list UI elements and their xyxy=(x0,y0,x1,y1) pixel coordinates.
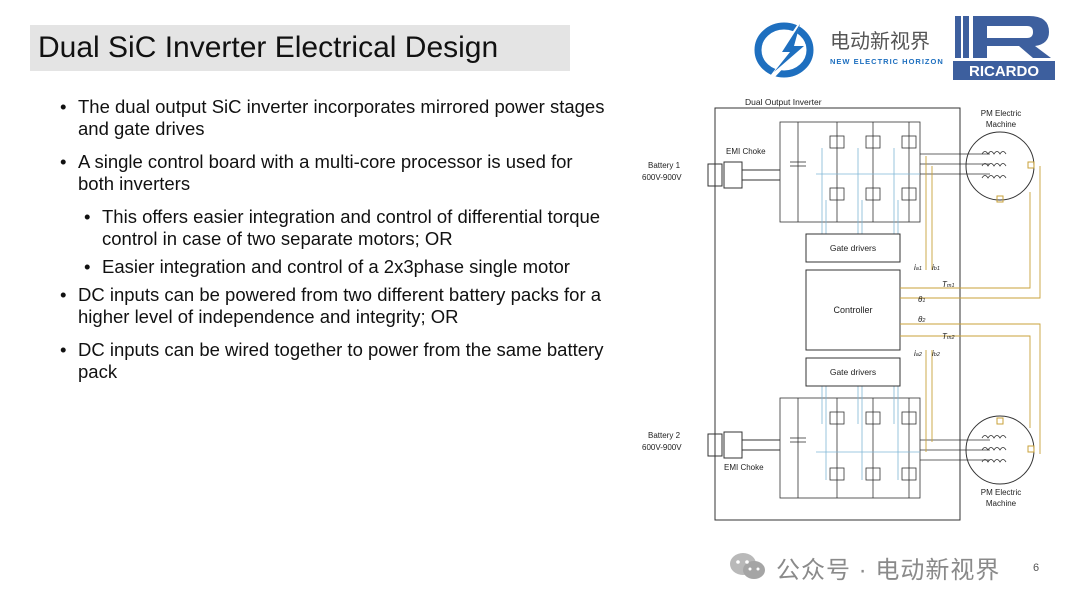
signal-ib2: ib2 xyxy=(932,349,940,358)
battery2-connector xyxy=(707,433,723,457)
watermark-text: 公众号 · 电动新视界 xyxy=(776,557,1001,584)
bullet-item: A single control board with a multi-core… xyxy=(60,151,605,195)
slide-title: Dual SiC Inverter Electrical Design xyxy=(38,31,499,64)
ricardo-text: RICARDO xyxy=(969,63,1039,80)
phase-wires-2 xyxy=(920,439,990,461)
phase-wires-1 xyxy=(920,153,990,175)
controller-label: Controller xyxy=(833,305,872,315)
emi-choke-2 xyxy=(723,431,743,459)
wechat-watermark: 公众号 · 电动新视界 xyxy=(728,550,1048,584)
pm-machine-1 xyxy=(965,131,1035,203)
signal-tm1: Tm1 xyxy=(942,280,955,289)
page-number: 6 xyxy=(1033,562,1040,574)
signal-tm2: Tm2 xyxy=(942,332,955,341)
signal-ib1: ib1 xyxy=(932,263,940,272)
emi-choke-1-label: EMI Choke xyxy=(726,147,766,156)
gate-signal-lines-1 xyxy=(816,148,920,234)
pm1-label-a: PM Electric xyxy=(981,109,1021,118)
gate-drivers-1 xyxy=(805,233,901,263)
battery1-voltage: 600V-900V xyxy=(642,173,682,182)
wechat-icon xyxy=(730,553,765,579)
battery1-label: Battery 1 xyxy=(648,161,681,170)
bullet-item: The dual output SiC inverter incorporate… xyxy=(60,96,605,140)
battery2-voltage: 600V-900V xyxy=(642,443,682,452)
battery1-connector xyxy=(707,163,723,187)
diagram-title: Dual Output Inverter xyxy=(745,97,822,107)
gate-drivers-2-label: Gate drivers xyxy=(830,367,876,377)
controller-box xyxy=(805,269,901,351)
title-bar: Dual SiC Inverter Electrical Design xyxy=(30,25,570,71)
emi-choke-2-label: EMI Choke xyxy=(724,463,764,472)
pm-machine-2 xyxy=(965,415,1035,485)
power-stage-2 xyxy=(779,397,921,499)
pm2-label-a: PM Electric xyxy=(981,488,1021,497)
new-electric-horizon-logo: 电动新视界 NEW ELECTRIC HORIZON xyxy=(754,18,944,78)
logo-cn-text: 电动新视界 xyxy=(830,29,930,53)
inverter-enclosure xyxy=(714,107,961,521)
sub-bullet-item: This offers easier integration and contr… xyxy=(84,206,605,250)
feedback-signal-lines xyxy=(900,156,1041,454)
dual-inverter-diagram: Dual Output Inverter Battery 1 600V-900V… xyxy=(642,97,1041,521)
ricardo-logo: RICARDO xyxy=(953,14,1055,80)
gate-signal-lines-2 xyxy=(816,386,920,480)
bullet-item: DC inputs can be powered from two differ… xyxy=(60,284,605,328)
lightning-globe-icon xyxy=(754,18,814,78)
pm1-label-b: Machine xyxy=(986,120,1017,129)
bullet-item: DC inputs can be wired together to power… xyxy=(60,339,605,383)
bullet-list: The dual output SiC inverter incorporate… xyxy=(60,96,605,394)
gate-drivers-1-label: Gate drivers xyxy=(830,243,876,253)
battery2-label: Battery 2 xyxy=(648,431,681,440)
signal-ia2: ia2 xyxy=(914,349,922,358)
signal-theta1: θ1 xyxy=(918,295,925,304)
logo-en-text: NEW ELECTRIC HORIZON xyxy=(830,57,944,66)
sub-bullet-item: Easier integration and control of a 2x3p… xyxy=(84,256,605,278)
pm2-label-b: Machine xyxy=(986,499,1017,508)
signal-theta2: θ2 xyxy=(918,315,925,324)
gate-drivers-2 xyxy=(805,357,901,387)
power-stage-1 xyxy=(779,121,921,223)
emi-choke-1 xyxy=(723,161,743,189)
signal-ia1: ia1 xyxy=(914,263,922,272)
